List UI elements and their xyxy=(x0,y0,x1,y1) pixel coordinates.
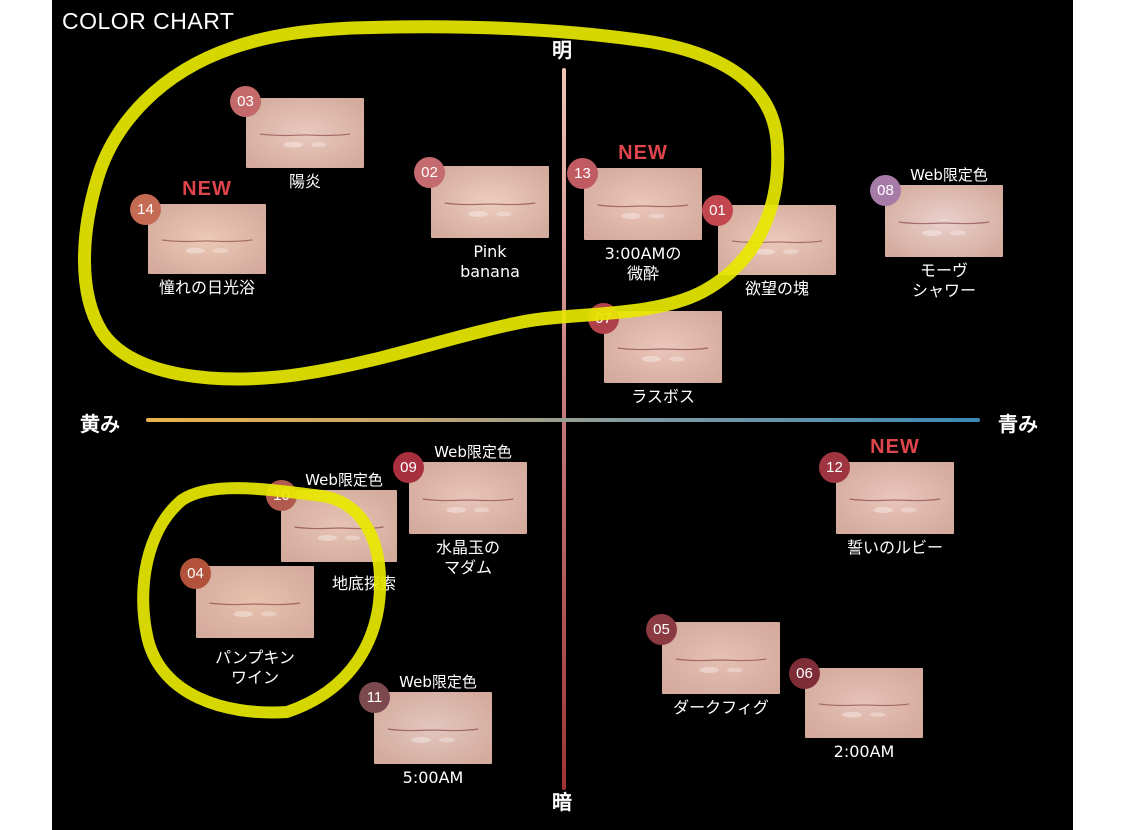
shade-number-badge: 14 xyxy=(130,194,161,225)
web-limited-tag: Web限定色 xyxy=(910,166,988,184)
shade-swatch-04 xyxy=(196,566,314,638)
shade-swatch-08 xyxy=(885,185,1003,257)
tone-axis xyxy=(146,418,980,422)
new-tag: NEW xyxy=(870,436,920,458)
shade-swatch-06 xyxy=(805,668,923,738)
axis-label-yellowish: 黄み xyxy=(80,412,120,436)
shade-swatch-02 xyxy=(431,166,549,238)
shade-number-badge: 12 xyxy=(819,452,850,483)
shade-name: 5:00AM xyxy=(402,768,464,787)
axis-label-bright: 明 xyxy=(552,38,572,62)
shade-swatch-09 xyxy=(409,462,527,534)
shade-swatch-03 xyxy=(246,98,364,168)
shade-number-badge: 13 xyxy=(567,158,598,189)
shade-number-badge: 02 xyxy=(414,157,445,188)
shade-name: 水晶玉の マダム xyxy=(435,538,501,577)
shade-number-badge: 05 xyxy=(646,614,677,645)
shade-number-badge: 09 xyxy=(393,452,424,483)
shade-number-badge: 06 xyxy=(789,658,820,689)
new-tag: NEW xyxy=(618,142,668,164)
shade-number-badge: 10 xyxy=(266,480,297,511)
shade-swatch-10 xyxy=(281,490,397,562)
brightness-axis xyxy=(562,68,566,790)
shade-number-badge: 03 xyxy=(230,86,261,117)
axis-label-bluish: 青み xyxy=(998,412,1038,436)
shade-name: 2:00AM xyxy=(833,742,895,761)
web-limited-tag: Web限定色 xyxy=(434,443,512,461)
shade-number-badge: 01 xyxy=(702,195,733,226)
new-tag: NEW xyxy=(182,178,232,200)
shade-swatch-01 xyxy=(718,205,836,275)
shade-name: 地底探索 xyxy=(331,574,397,593)
shade-name: 憧れの日光浴 xyxy=(158,278,256,297)
shade-name: 陽炎 xyxy=(288,172,322,191)
shade-name: パンプキン ワイン xyxy=(215,648,295,687)
shade-swatch-11 xyxy=(374,692,492,764)
axis-label-dark: 暗 xyxy=(552,790,572,814)
shade-swatch-14 xyxy=(148,204,266,274)
shade-name: 3:00AMの 微酔 xyxy=(604,244,682,283)
web-limited-tag: Web限定色 xyxy=(305,471,383,489)
shade-name: モーヴ シャワー xyxy=(911,261,977,300)
shade-swatch-13 xyxy=(584,168,702,240)
shade-name: Pink banana xyxy=(460,242,520,281)
shade-number-badge: 04 xyxy=(180,558,211,589)
shade-swatch-12 xyxy=(836,462,954,534)
web-limited-tag: Web限定色 xyxy=(399,673,477,691)
shade-name: ダークフィグ xyxy=(673,698,769,717)
shade-swatch-07 xyxy=(604,311,722,383)
shade-swatch-05 xyxy=(662,622,780,694)
shade-name: ラスボス xyxy=(631,387,695,406)
shade-name: 誓いのルビー xyxy=(846,538,944,557)
chart-title: COLOR CHART xyxy=(62,8,235,34)
shade-number-badge: 08 xyxy=(870,175,901,206)
shade-number-badge: 11 xyxy=(359,682,390,713)
shade-number-badge: 07 xyxy=(588,303,619,334)
shade-name: 欲望の塊 xyxy=(744,279,810,298)
